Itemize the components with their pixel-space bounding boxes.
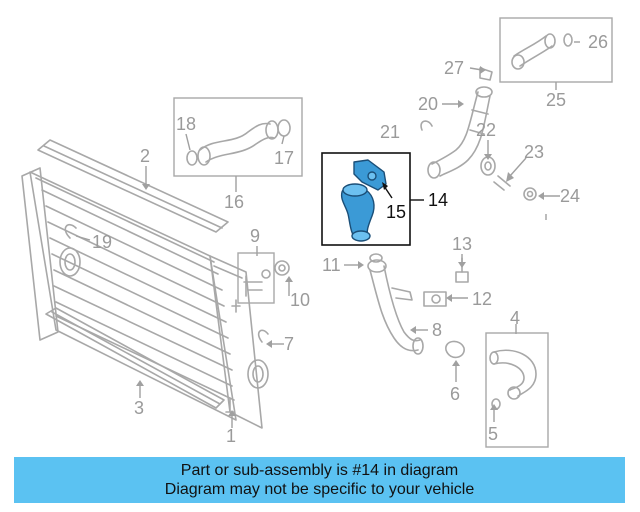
banner-line-disclaimer: Diagram may not be specific to your vehi…: [164, 481, 475, 498]
callout-8: 8: [432, 320, 442, 340]
clamp-7: [257, 329, 269, 343]
callout-20: 20: [418, 94, 438, 114]
callout-17: 17: [274, 148, 294, 168]
banner-line-part: Part or sub-assembly is #14 in diagram: [180, 462, 459, 479]
callout-6: 6: [450, 384, 460, 404]
callout-12: 12: [472, 289, 492, 309]
bolt-kit-box-9: [237, 252, 275, 304]
clamp-21: [420, 120, 433, 131]
hose-kit-box-4: [485, 332, 549, 448]
callout-24: 24: [560, 186, 580, 206]
callout-22: 22: [476, 120, 496, 140]
callout-9: 9: [250, 226, 260, 246]
callout-23: 23: [524, 142, 544, 162]
callout-5: 5: [488, 424, 498, 444]
nut-10: [274, 260, 290, 276]
callout-11: 11: [322, 255, 341, 275]
callout-1: 1: [226, 426, 236, 446]
info-banner: Part or sub-assembly is #14 in diagram D…: [14, 457, 625, 503]
clip-27: [479, 67, 493, 81]
callout-25: 25: [546, 90, 566, 110]
callout-13: 13: [452, 234, 472, 254]
intercooler-hose-4: [489, 349, 537, 410]
callout-10: 10: [290, 290, 310, 310]
callout-14: 14: [428, 190, 448, 210]
clamp-19: [64, 223, 77, 239]
bolt-23: [493, 175, 511, 191]
callout-7: 7: [284, 334, 294, 354]
callout-18: 18: [176, 114, 196, 134]
callout-3: 3: [134, 398, 144, 418]
callout-26: 26: [588, 32, 608, 52]
callout-4: 4: [510, 308, 520, 328]
hose-kit-box-16: [173, 97, 303, 177]
callout-labels: 1 2 3 4 5 6 7 8 9 10 11 12 13 14 15 16 1…: [92, 32, 608, 446]
callout-27: 27: [444, 58, 464, 78]
clamp-6: [445, 340, 465, 359]
highlighted-hose-14: [340, 159, 387, 242]
leader-lines: [75, 41, 580, 428]
bolt-kit-9: [243, 269, 271, 297]
callout-19: 19: [92, 232, 112, 252]
sensor-12: [423, 291, 447, 307]
charge-pipe-20: [427, 86, 493, 179]
nut-24: [523, 187, 537, 201]
intercooler-assembly: [21, 139, 269, 429]
callout-21: 21: [380, 122, 400, 142]
charge-pipe-8: [367, 253, 424, 355]
intake-hose-25: [511, 33, 573, 70]
callout-16: 16: [224, 192, 244, 212]
callout-15: 15: [386, 202, 406, 222]
callout-2: 2: [140, 146, 150, 166]
